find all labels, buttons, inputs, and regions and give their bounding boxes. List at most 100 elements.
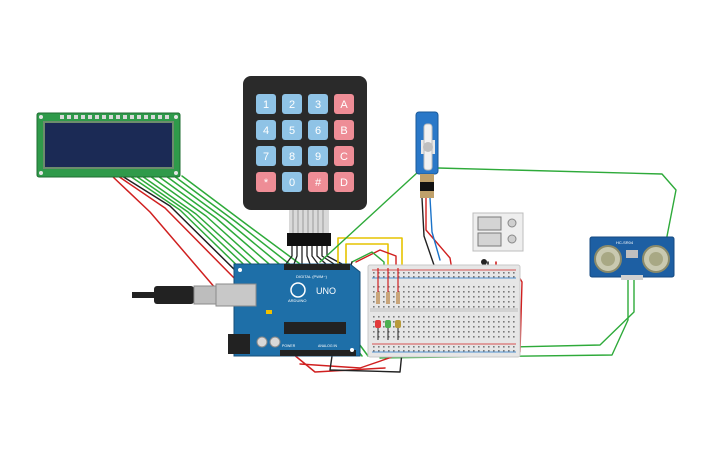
servo-motor[interactable] (415, 111, 439, 198)
power-knob-2[interactable] (507, 234, 517, 244)
lcd-mount-hole (39, 171, 43, 175)
usb-cable[interactable] (132, 285, 223, 305)
keypad-key-label: 5 (289, 125, 295, 137)
ultrasonic-pins (621, 275, 643, 280)
arduino-uno[interactable]: UNO ARDUINO DIGITAL (PWM~) POWER ANALOG … (215, 263, 361, 357)
lcd-header-pins (60, 115, 169, 119)
servo-wire-green[interactable] (319, 171, 419, 263)
keypad-wire-1[interactable] (285, 245, 293, 265)
capacitor (256, 336, 268, 348)
keypad-key-label: D (340, 177, 348, 189)
keypad-key-9[interactable] (308, 146, 328, 166)
power-label: POWER (282, 344, 296, 348)
ultrasonic-crystal (626, 250, 638, 258)
breadboard[interactable] (367, 264, 521, 358)
green-wire-to-sensor-top[interactable] (437, 167, 677, 263)
keypad-key-2[interactable] (282, 94, 302, 114)
keypad-key-label: * (264, 177, 269, 189)
resistor[interactable] (386, 292, 390, 304)
lcd-screen (43, 121, 174, 169)
keypad-key-8[interactable] (282, 146, 302, 166)
led-red[interactable] (375, 320, 381, 328)
power-display-2 (477, 232, 502, 247)
keypad-wire-5[interactable] (311, 245, 319, 265)
servo-shaft (423, 142, 433, 152)
keypad-wire-6[interactable] (316, 245, 327, 265)
analog-label: ANALOG IN (318, 344, 338, 348)
keypad-ribbon (289, 210, 329, 234)
keypad-key-C[interactable] (334, 146, 354, 166)
ultrasonic-model-label: HC-SR04 (616, 240, 634, 245)
keypad-key-#[interactable] (308, 172, 328, 192)
keypad-key-6[interactable] (308, 120, 328, 140)
keypad-key-B[interactable] (334, 120, 354, 140)
resistor[interactable] (396, 292, 400, 304)
breadboard-holes (373, 272, 515, 352)
keypad-key-label: C (340, 151, 348, 163)
keypad-wire-2[interactable] (293, 245, 298, 265)
leds (375, 268, 401, 340)
lcd-mount-hole (174, 115, 178, 119)
keypad-key-label: 0 (289, 177, 295, 189)
resistor[interactable] (376, 292, 380, 304)
keypad-key-*[interactable] (256, 172, 276, 192)
keypad-key-D[interactable] (334, 172, 354, 192)
keypad-key-5[interactable] (282, 120, 302, 140)
lcd-module[interactable] (36, 112, 181, 178)
ultrasonic-mesh-right (649, 252, 663, 266)
led-yellow[interactable] (395, 320, 401, 328)
red-wire-arduino-bb[interactable] (355, 249, 397, 269)
yellow-wire[interactable] (337, 237, 403, 269)
keypad-key-label: 2 (289, 99, 295, 111)
keypad-key-1[interactable] (256, 94, 276, 114)
keypad-wire-4[interactable] (306, 245, 311, 265)
usb-plug (154, 286, 194, 304)
keypad-connector (287, 233, 331, 246)
keypad-key-label: B (340, 125, 347, 137)
digital-header-label: DIGITAL (PWM~) (296, 274, 328, 279)
arduino-brand-label: ARDUINO (288, 298, 306, 303)
servo-connector (420, 182, 434, 191)
usb-cord (132, 292, 162, 298)
arduino-model-label: UNO (316, 286, 336, 296)
keypad-key-4[interactable] (256, 120, 276, 140)
keypad-key-label: 3 (315, 99, 321, 111)
arduino-logo-icon (290, 282, 306, 298)
power-knob-1[interactable] (507, 218, 517, 228)
capacitor (269, 336, 281, 348)
keypad-key-label: # (315, 177, 322, 189)
keypad-wire-7[interactable] (321, 245, 335, 265)
led-indicator (266, 310, 272, 314)
keypad-key-A[interactable] (334, 94, 354, 114)
digital-header (284, 264, 350, 270)
servo-wire-blue[interactable] (429, 197, 441, 261)
servo-wire-red[interactable] (425, 197, 453, 271)
arduino-mount-hole (350, 348, 354, 352)
lcd-mount-hole (39, 115, 43, 119)
keypad-key-7[interactable] (256, 146, 276, 166)
keypad-key-label: 4 (263, 125, 269, 137)
servo-wire-black[interactable] (421, 197, 436, 269)
keypad-key-3[interactable] (308, 94, 328, 114)
power-terminal (481, 259, 487, 265)
arduino-usb-port (215, 283, 257, 307)
keypad-key-label: A (340, 99, 348, 111)
ultrasonic-mesh-left (601, 252, 615, 266)
led-green[interactable] (385, 320, 391, 328)
ultrasonic-sensor[interactable]: HC-SR04 (589, 236, 675, 280)
lcd-mount-hole (174, 171, 178, 175)
atmega-chip (284, 322, 346, 334)
power-module[interactable] (472, 212, 524, 265)
keypad-key-label: 9 (315, 151, 321, 163)
keypad-key-0[interactable] (282, 172, 302, 192)
analog-header (280, 350, 356, 356)
keypad-key-label: 1 (263, 99, 269, 111)
keypad-key-label: 7 (263, 151, 269, 163)
yellow-wire-2[interactable] (345, 243, 389, 269)
power-display-1 (477, 216, 502, 231)
arduino-mount-hole (238, 268, 242, 272)
keypad-wires (285, 245, 343, 265)
